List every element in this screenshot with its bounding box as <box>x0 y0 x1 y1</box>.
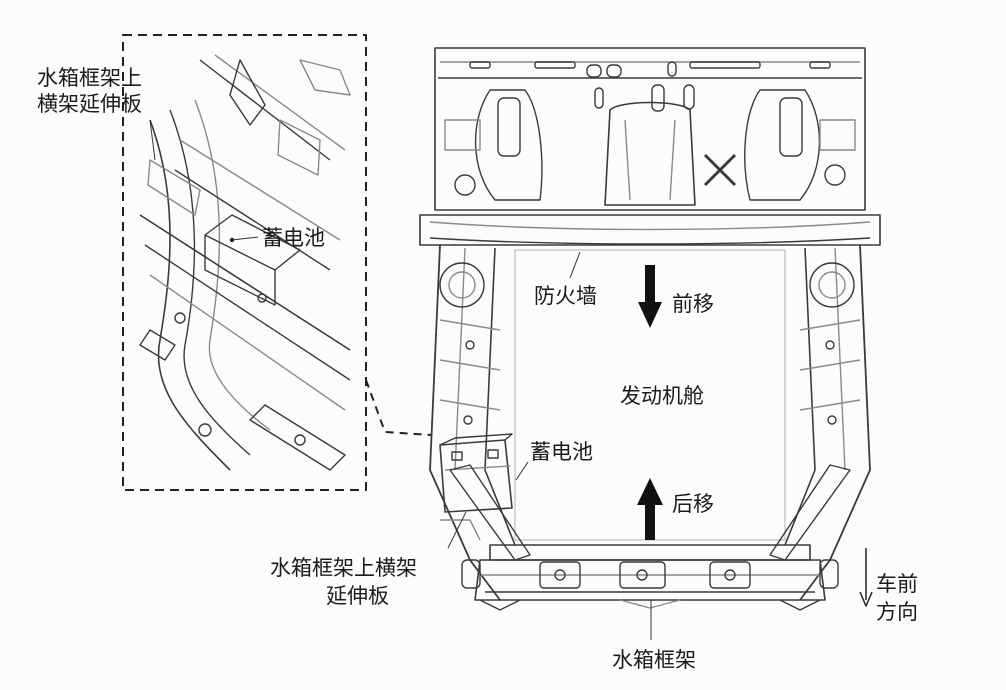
vehicle-direction-label-line2: 方向 <box>876 600 918 624</box>
move-backward-label: 后移 <box>672 492 714 516</box>
inset-dashed-frame <box>122 34 367 491</box>
move-forward-arrow <box>638 265 662 328</box>
inset-battery-label: 蓄电池 <box>262 226 325 250</box>
inset-extension-label-line1: 水箱框架上 <box>37 66 142 90</box>
main-engine-bay-view <box>419 47 881 640</box>
extension-label-line1: 水箱框架上横架 <box>270 556 417 580</box>
engine-bay-label: 发动机舱 <box>620 384 704 408</box>
extension-label-line2: 延伸板 <box>326 584 389 608</box>
battery-box <box>439 433 513 513</box>
inset-connector-line <box>365 379 433 436</box>
firewall-label: 防火墙 <box>534 284 597 308</box>
inset-extension-label-line2: 横架延伸板 <box>37 92 142 116</box>
vehicle-direction-arrow <box>859 548 873 607</box>
radiator-frame-label: 水箱框架 <box>612 648 696 672</box>
radiator-frame <box>461 544 839 611</box>
move-forward-label: 前移 <box>672 292 714 316</box>
inset-detail-view <box>122 34 367 491</box>
vehicle-direction-label-line1: 车前 <box>876 572 918 596</box>
move-backward-arrow <box>637 478 663 540</box>
battery-label: 蓄电池 <box>530 440 593 464</box>
